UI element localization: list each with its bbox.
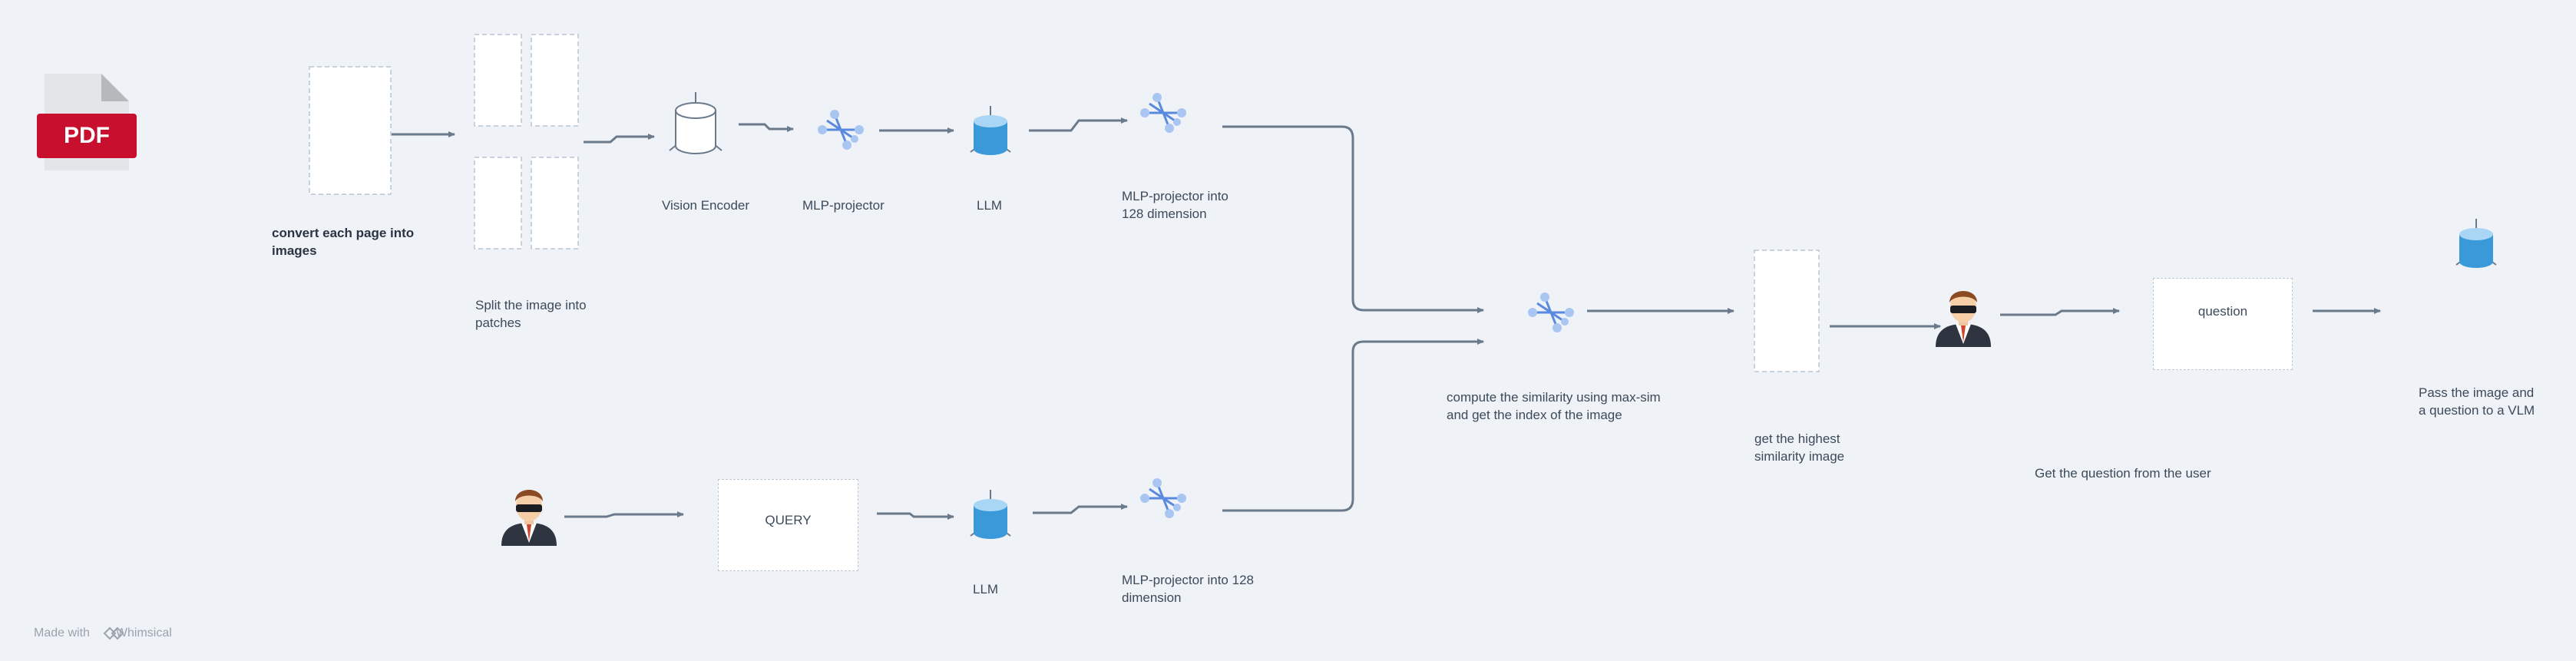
arrow-mlp128-top-to-similarity: [1222, 125, 1484, 313]
pdf-label: PDF: [64, 123, 110, 148]
label-highest: get the highest similarity image: [1754, 431, 1845, 464]
label-mlp-projector: MLP-projector: [802, 198, 885, 213]
label-mlp-128-top: MLP-projector into 128 dimension: [1122, 189, 1228, 221]
patch-box-1: [474, 34, 522, 127]
arrow-query-to-llm: [877, 512, 954, 520]
whimsical-logo-icon: [103, 626, 124, 640]
arrow-user-to-query: [564, 511, 684, 518]
label-pass-vlm: Pass the image and a question to a VLM: [2419, 385, 2535, 418]
label-llm-top: LLM: [977, 198, 1003, 213]
watermark: Made with Whimsical: [34, 626, 172, 640]
question-box: [2153, 278, 2293, 370]
arrow-encoder-to-projector: [739, 123, 794, 132]
label-similarity: compute the similarity using max-sim and…: [1447, 390, 1661, 422]
user-avatar-top: [1936, 291, 1991, 347]
query-label: QUERY: [765, 513, 812, 527]
label-mlp-128-bottom: MLP-projector into 128 dimension: [1122, 573, 1254, 605]
page-image-box: [309, 66, 392, 195]
vision-encoder-icon: [669, 92, 723, 154]
user-avatar-bottom: [501, 490, 557, 546]
vlm-icon: [2455, 218, 2497, 269]
mlp-128-bottom-icon: [1139, 477, 1188, 520]
label-vision-encoder: Vision Encoder: [662, 198, 750, 213]
arrow-mlp128-bottom-to-similarity: [1222, 339, 1484, 512]
llm-top-icon: [970, 105, 1011, 156]
highest-image-box: [1754, 250, 1820, 372]
query-box: [718, 479, 858, 571]
arrow-user-to-question: [2000, 308, 2120, 316]
arrow-patches-to-encoder: [584, 134, 655, 144]
patch-box-4: [531, 157, 579, 250]
label-split-patches: Split the image into patches: [475, 298, 587, 330]
watermark-brand: Whimsical: [115, 626, 172, 640]
patch-box-3: [474, 157, 522, 250]
watermark-made-with: Made with: [34, 626, 90, 640]
question-label: question: [2197, 304, 2248, 319]
arrow-llm-to-mlp128-bottom: [1033, 504, 1128, 514]
arrow-llm-to-mlp128: [1029, 117, 1128, 132]
label-convert-pages: convert each page into images: [272, 226, 415, 258]
similarity-projector-icon: [1526, 291, 1576, 334]
mlp-projector-icon: [816, 108, 865, 151]
label-llm-bottom: LLM: [973, 582, 999, 597]
llm-bottom-icon: [970, 489, 1011, 540]
mlp-128-top-icon: [1139, 91, 1188, 134]
label-question-user: Get the question from the user: [2035, 466, 2211, 481]
patch-box-2: [531, 34, 579, 127]
pdf-document-icon: [37, 74, 137, 170]
